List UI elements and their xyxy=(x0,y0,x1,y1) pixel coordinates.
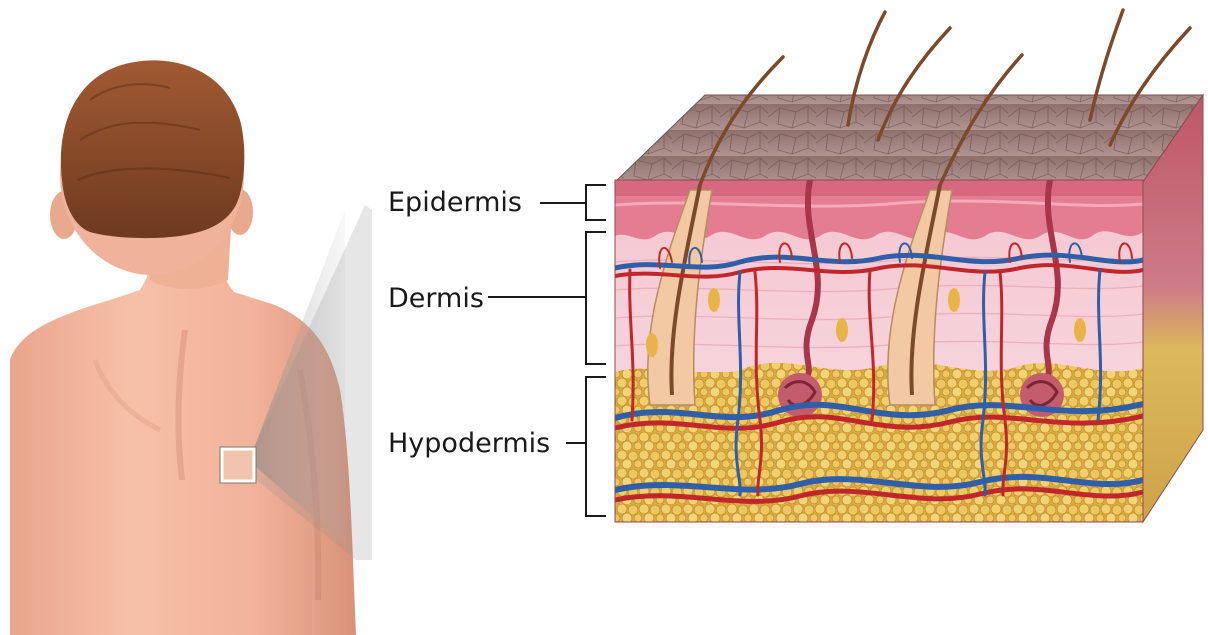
bracket-epidermis xyxy=(586,185,606,220)
label-epidermis: Epidermis xyxy=(388,187,522,218)
layer-labels: Epidermis Dermis Hypodermis xyxy=(388,185,606,516)
bracket-hypodermis xyxy=(586,377,606,516)
skin-sample-box xyxy=(222,449,254,481)
bracket-dermis xyxy=(586,232,606,364)
label-dermis: Dermis xyxy=(388,283,484,314)
skin-cross-section xyxy=(615,10,1203,522)
bracket-lines xyxy=(488,185,606,516)
label-hypodermis: Hypodermis xyxy=(388,428,550,459)
